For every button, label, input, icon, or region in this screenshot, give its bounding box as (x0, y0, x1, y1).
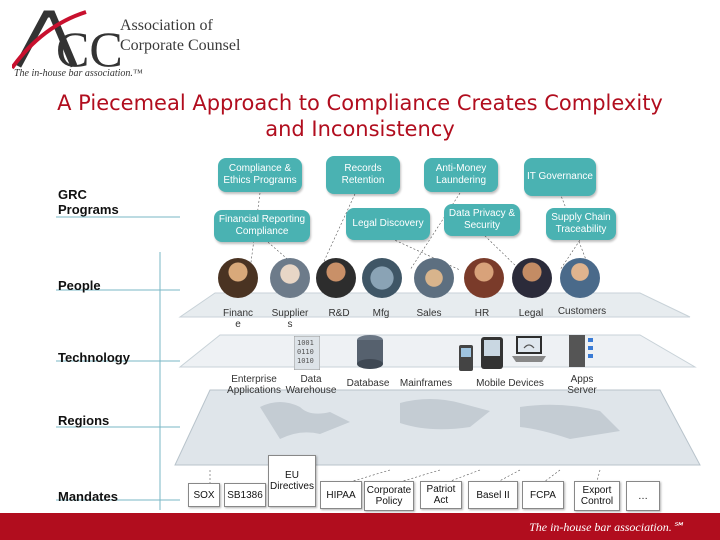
hr-person-icon (464, 258, 504, 298)
pda-device-icon (481, 337, 503, 369)
grc-bubble-it-governance: IT Governance (524, 158, 596, 196)
finance-person-icon (218, 258, 258, 298)
grc-bubble-data-privacy: Data Privacy & Security (444, 204, 520, 236)
grc-bubble-anti-money-laundering: Anti-Money Laundering (424, 158, 498, 192)
page-title-line-2: and Inconsistency (265, 117, 455, 141)
people-label-rnd: R&D (328, 308, 350, 319)
mandate-sb1386: SB1386 (224, 483, 266, 507)
tech-label-apps-server: Apps Server (567, 374, 597, 396)
mandate-sox: SOX (188, 483, 220, 507)
grc-bubble-compliance-ethics: Compliance & Ethics Programs (218, 158, 302, 192)
suppliers-person-icon (270, 258, 310, 298)
row-label-people: People (58, 278, 101, 293)
mobile-phone-icon (459, 345, 473, 371)
tech-label-database: Database (346, 378, 390, 389)
mandate-hipaa: HIPAA (320, 481, 362, 509)
acc-logo-icon: CC (12, 10, 122, 74)
grc-bubble-records-retention: Records Retention (326, 156, 400, 194)
row-label-regions: Regions (58, 413, 110, 428)
customers-person-icon (560, 258, 600, 298)
header-tagline: The in-house bar association.™ (14, 68, 143, 79)
logo-line-1: Association of (120, 17, 213, 34)
sales-person-icon (414, 258, 454, 298)
grc-bubble-financial-reporting: Financial Reporting Compliance (214, 210, 310, 242)
mfg-person-icon (362, 258, 402, 298)
tech-label-enterprise-apps: Enterprise Applications (227, 374, 281, 396)
rnd-person-icon (316, 258, 356, 298)
logo-line-2: Corporate Counsel (120, 37, 241, 54)
people-label-mfg: Mfg (372, 308, 390, 319)
row-label-mandates: Mandates (58, 489, 118, 504)
apps-server-icon (569, 335, 593, 367)
people-label-sales: Sales (416, 308, 442, 319)
grc-bubble-legal-discovery: Legal Discovery (346, 208, 430, 240)
data-warehouse-icon: 1001 0110 1010 (294, 336, 320, 370)
mandate-export-control: Export Control (574, 481, 620, 511)
grc-bubble-supply-chain: Supply Chain Traceability (546, 208, 616, 240)
people-label-hr: HR (474, 308, 490, 319)
mandate-patriot-act: Patriot Act (420, 481, 462, 509)
mandate-basel-ii: Basel II (468, 481, 518, 509)
mandate-corporate-policy: Corporate Policy (364, 481, 414, 511)
tech-label-data-warehouse: Data Warehouse (285, 374, 337, 396)
svg-text:CC: CC (56, 21, 122, 74)
mandate-fcpa: FCPA (522, 481, 564, 509)
laptop-icon (512, 336, 546, 362)
svg-text:1010: 1010 (297, 357, 314, 365)
tech-label-mobile-devices: Mobile Devices (476, 378, 544, 389)
svg-text:1001: 1001 (297, 339, 314, 347)
mandate-eu-directives: EU Directives (268, 455, 316, 507)
page-title-line-1: A Piecemeal Approach to Compliance Creat… (57, 91, 663, 115)
row-label-grc: GRC Programs (58, 187, 119, 217)
svg-text:0110: 0110 (297, 348, 314, 356)
mandate-more: … (626, 481, 660, 511)
people-label-finance: Financ e (222, 308, 253, 330)
row-label-technology: Technology (58, 350, 130, 365)
tech-label-mainframes: Mainframes (399, 378, 453, 389)
legal-person-icon (512, 258, 552, 298)
people-label-customers: Customers (557, 306, 607, 317)
people-label-suppliers: Supplier s (271, 308, 309, 330)
people-label-legal: Legal (518, 308, 544, 319)
footer-bar (0, 513, 720, 540)
footer-tagline: The in-house bar association.℠ (529, 520, 684, 534)
database-icon (357, 335, 383, 369)
